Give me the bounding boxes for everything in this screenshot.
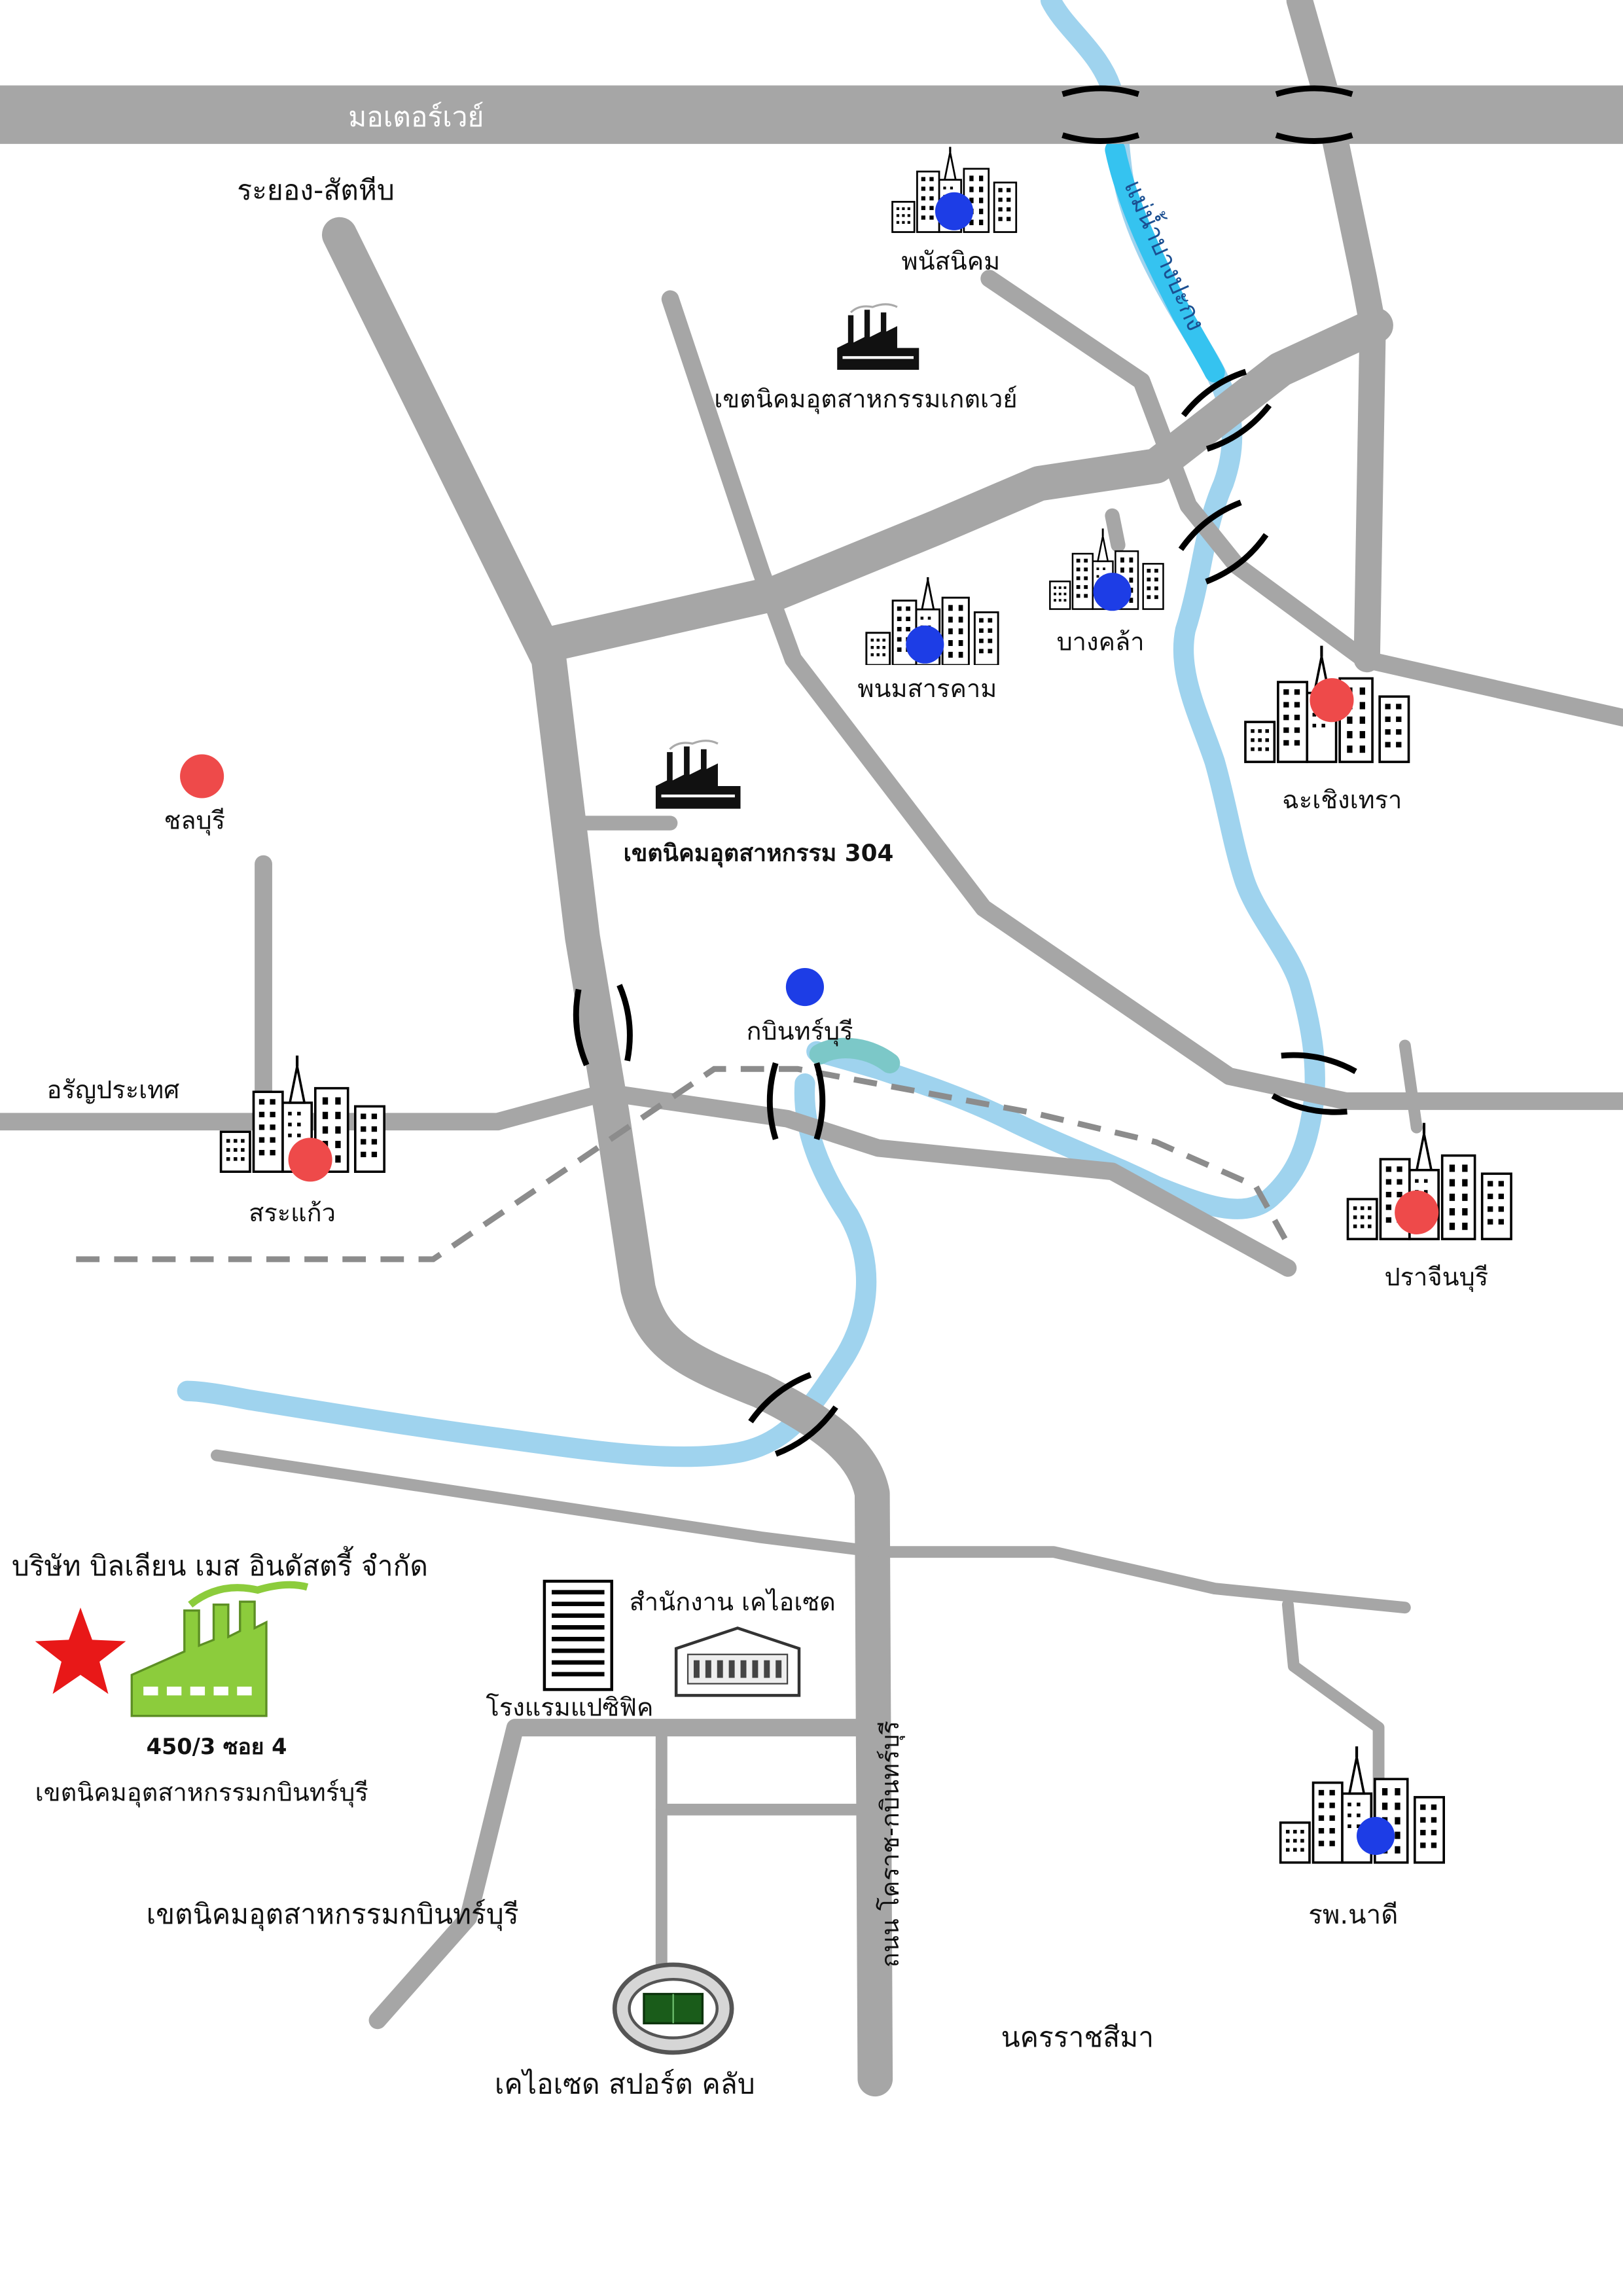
blue-dot-nadi [1357, 1816, 1395, 1856]
road-east-west-upper [531, 308, 1393, 662]
star-icon [35, 1607, 126, 1695]
label-aranyaprathet: อรัญประเทศ [47, 1075, 180, 1104]
red-dot-chonburi [180, 754, 224, 798]
label-phanat-nikhom: พนัสนิคม [902, 247, 1001, 276]
label-river: แม่น้ำบางปะกง [1118, 174, 1214, 335]
road-phanat-bangkhla [980, 270, 1623, 726]
label-kaizad-office: สำนักงาน เคไอเซด [630, 1588, 836, 1617]
label-gateway: เขตนิคมอุตสาหกรรมเกตเวย์ [714, 384, 1017, 414]
blue-dot-phanom [906, 625, 944, 664]
office-building-icon [674, 1626, 801, 1697]
highway-rayong [321, 217, 893, 2097]
road-aranya [0, 1083, 1297, 1277]
railway [76, 1066, 1288, 1263]
label-pacific-hotel: โรงแรมแปซิฟิค [486, 1693, 653, 1722]
label-address: 450/3 ซอย 4 [147, 1734, 287, 1759]
factory-icon [655, 740, 741, 810]
road-kabin-grid [211, 1449, 1411, 1614]
label-prachin-buri: ปราจีนบุรี [1384, 1263, 1488, 1292]
label-phanom-sarakham: พนมสารคาม [857, 674, 997, 703]
road-prachin-spur [1399, 1039, 1423, 1134]
road-east-north [1286, 0, 1386, 673]
label-nakhon-ratchasima: นครราชสีมา [1001, 2022, 1154, 2054]
blue-dot-kabin [785, 967, 825, 1007]
road-bangkhla-spur [1105, 508, 1126, 552]
label-chachoengsao: ฉะเชิงเทรา [1282, 785, 1402, 814]
blue-dot-phanat [935, 192, 974, 230]
label-address-estate: เขตนิคมอุตสาหกรรมกบินทร์บุรี [35, 1778, 368, 1807]
label-sa-kaeo: สระแก้ว [249, 1198, 336, 1227]
factory-green-icon [130, 1581, 309, 1717]
label-rayong: ระยอง-สัตหีบ [237, 175, 395, 207]
label-motorway: มอเตอร์เวย์ [348, 101, 484, 134]
bridges [573, 88, 1357, 1459]
red-dot-chacheng [1310, 678, 1354, 723]
railway-line [76, 1066, 1288, 1263]
river-highlight [1105, 139, 1225, 383]
label-kabin-estate: เขตนิคมอุตสาหกรรมกบินทร์บุรี [147, 1899, 519, 1931]
factory-icon [837, 303, 919, 371]
location-dots [180, 192, 1439, 1856]
road-kabin-loop [1281, 1598, 1385, 1821]
road-gateway [661, 290, 1623, 1110]
label-na-di: รพ.นาดี [1308, 1900, 1398, 1930]
red-dot-sakaeo [288, 1138, 332, 1182]
red-dot-prachin [1395, 1190, 1439, 1234]
label-chonburi: ชลบุรี [164, 806, 225, 835]
label-bang-khla: บางคล้า [1057, 628, 1145, 656]
stadium-icon [612, 1962, 734, 2055]
label-kaizad-sport: เคไอเซด สปอร์ต คลับ [495, 2069, 755, 2101]
river-kabin-pond [809, 1037, 901, 1073]
road-kabin-estate [368, 1719, 884, 2030]
blue-dot-bangkhla [1093, 573, 1132, 611]
river-system [177, 0, 1325, 1467]
label-company: บริษัท บิลเลียน เมส อินดัสตรี้ จำกัด [12, 1546, 428, 1583]
hotel-building-icon [543, 1579, 613, 1691]
label-road-korat: ถนน โคราช-กบินทร์บุรี [876, 1721, 905, 1967]
label-kabin-buri: กบินทร์บุรี [746, 1017, 853, 1047]
label-estate-304: เขตนิคมอุตสาหกรรม 304 [624, 840, 894, 868]
river-bangpakong-lower [177, 1073, 877, 1467]
map-labels: มอเตอร์เวย์ ระยอง-สัตหีบ แม่น้ำบางปะกง พ… [12, 101, 1488, 2101]
